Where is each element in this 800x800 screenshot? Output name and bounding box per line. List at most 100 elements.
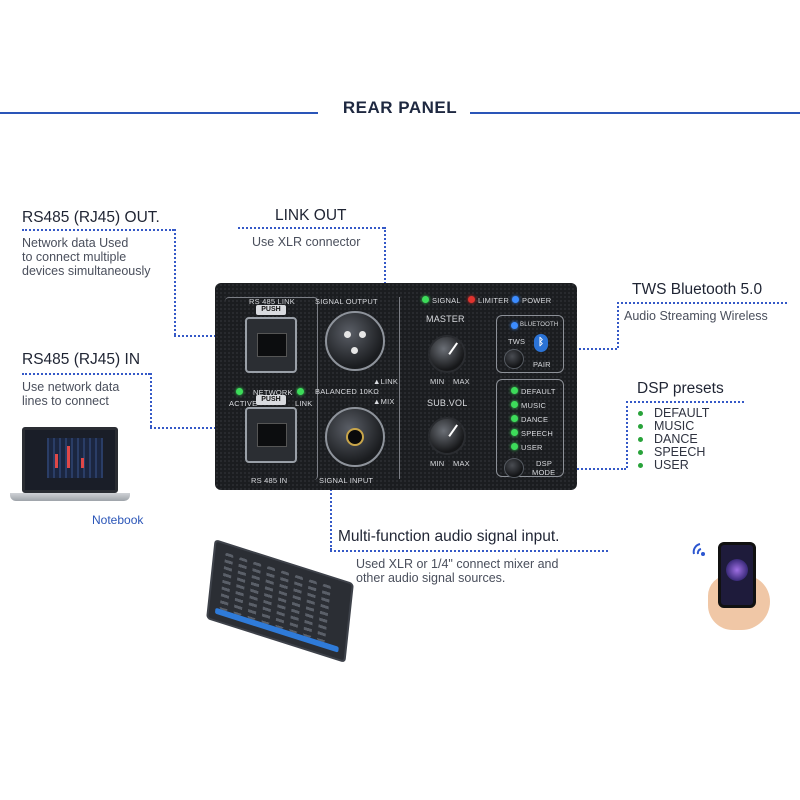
limiter-led-label: LIMITER [478, 296, 509, 305]
rs485-in-title: RS485 (RJ45) IN [22, 351, 141, 368]
bullet-icon [638, 450, 643, 455]
pair-label: PAIR [533, 360, 551, 369]
sub-volume-knob[interactable] [428, 417, 466, 455]
rs485-out-desc: Network data Used to connect multiple de… [22, 236, 151, 278]
rs485-link-label: RS 485 LINK [249, 297, 295, 306]
dsp-user-led-icon [511, 443, 518, 450]
mode-label: MODE [532, 468, 556, 477]
dsp-preset-list: DEFAULT MUSIC DANCE SPEECH USER [638, 407, 709, 472]
bullet-icon [638, 437, 643, 442]
dsp-user-label: USER [521, 443, 543, 452]
link-out-title: LINK OUT [275, 207, 347, 224]
dsp-leader-h2 [562, 468, 626, 470]
audio-input-desc: Used XLR or 1/4" connect mixer and other… [356, 557, 559, 585]
sub-vol-label: SUB.VOL [427, 398, 468, 408]
spectrum-chart-icon [47, 438, 103, 478]
mix-arrow-label: ▲MIX [373, 397, 395, 406]
title-line-right [470, 112, 800, 114]
power-led-icon [512, 296, 519, 303]
sub-max-label: MAX [453, 459, 470, 468]
dsp-mode-button[interactable] [504, 458, 524, 478]
preset-item: USER [638, 459, 709, 472]
link-out-desc: Use XLR connector [252, 235, 361, 249]
combo-input-jack[interactable] [325, 407, 385, 467]
port-socket [257, 333, 287, 357]
link-led-icon [297, 388, 304, 395]
bullet-icon [638, 463, 643, 468]
signal-led-icon [422, 296, 429, 303]
notebook-screen-image [22, 427, 118, 493]
dsp-title: DSP presets [637, 380, 724, 397]
master-label: MASTER [426, 314, 465, 324]
tws-pair-button[interactable] [504, 349, 524, 369]
dsp-leader-h1 [626, 401, 744, 403]
quarter-inch-socket [346, 428, 364, 446]
limiter-led-icon [468, 296, 475, 303]
bullet-icon [638, 424, 643, 429]
dsp-music-led-icon [511, 401, 518, 408]
preset-item: DEFAULT [638, 407, 709, 420]
bluetooth-box [496, 315, 564, 373]
dsp-speech-label: SPEECH [521, 429, 554, 438]
bluetooth-icon: ᛒ [534, 334, 548, 352]
music-disc-icon [726, 559, 748, 581]
dsp-default-led-icon [511, 387, 518, 394]
signal-section-frame [315, 297, 400, 479]
push-tab-bottom[interactable]: PUSH [256, 395, 286, 405]
signal-output-label: SIGNAL OUTPUT [315, 297, 378, 306]
smartphone-image [718, 542, 756, 608]
rs485-out-port[interactable] [245, 317, 297, 373]
master-volume-knob[interactable] [428, 335, 466, 373]
notebook-base-image [10, 493, 130, 501]
audio-input-title: Multi-function audio signal input. [338, 528, 560, 545]
tws-leader-h1 [617, 302, 787, 304]
link-out-leader-v [384, 227, 386, 327]
preset-item: DANCE [638, 433, 709, 446]
signal-led-label: SIGNAL [432, 296, 461, 305]
preset-item: SPEECH [638, 446, 709, 459]
dsp-label: DSP [536, 459, 553, 468]
tws-leader-h2 [560, 348, 617, 350]
mixer-image [206, 539, 354, 663]
notebook-label: Notebook [92, 513, 144, 527]
network-label: NETWORK [253, 388, 293, 397]
dsp-default-label: DEFAULT [521, 387, 556, 396]
tws-leader-v [617, 302, 619, 348]
rs485-out-title: RS485 (RJ45) OUT. [22, 209, 160, 226]
master-min-label: MIN [430, 377, 445, 386]
active-led-icon [236, 388, 243, 395]
audio-input-leader-h [330, 550, 608, 552]
link-out-leader-h [238, 227, 384, 229]
link-label: LINK [295, 399, 313, 408]
port-socket [257, 423, 287, 447]
tws-desc: Audio Streaming Wireless [624, 309, 768, 323]
xlr-output-jack[interactable] [325, 311, 385, 371]
push-tab-top[interactable]: PUSH [256, 305, 286, 315]
wifi-icon [692, 543, 705, 556]
tws-title: TWS Bluetooth 5.0 [632, 281, 763, 298]
bullet-icon [638, 411, 643, 416]
preset-item: MUSIC [638, 420, 709, 433]
rs485-in-port[interactable] [245, 407, 297, 463]
dsp-speech-led-icon [511, 429, 518, 436]
master-max-label: MAX [453, 377, 470, 386]
sub-min-label: MIN [430, 459, 445, 468]
title-line-left [0, 112, 318, 114]
link-arrow-label: ▲LINK [373, 377, 399, 386]
rs485-in-leader-h1 [22, 373, 150, 375]
dsp-dance-label: DANCE [521, 415, 549, 424]
rs485-in-desc: Use network data lines to connect [22, 380, 120, 408]
rs485-in-leader-h2 [150, 427, 244, 429]
dsp-music-label: MUSIC [521, 401, 547, 410]
dsp-leader-v [626, 401, 628, 468]
power-led-label: POWER [522, 296, 552, 305]
rs485-in-label: RS 485 IN [251, 476, 288, 485]
dsp-box [496, 379, 564, 477]
balanced-label: BALANCED 10KΩ [315, 387, 380, 396]
rs485-out-leader-h2 [174, 335, 244, 337]
rs485-section-frame [225, 297, 318, 480]
rs485-in-leader-v [150, 373, 152, 427]
page-title: REAR PANEL [342, 98, 458, 117]
tws-label: TWS [508, 337, 526, 346]
bluetooth-led-icon [511, 322, 518, 329]
